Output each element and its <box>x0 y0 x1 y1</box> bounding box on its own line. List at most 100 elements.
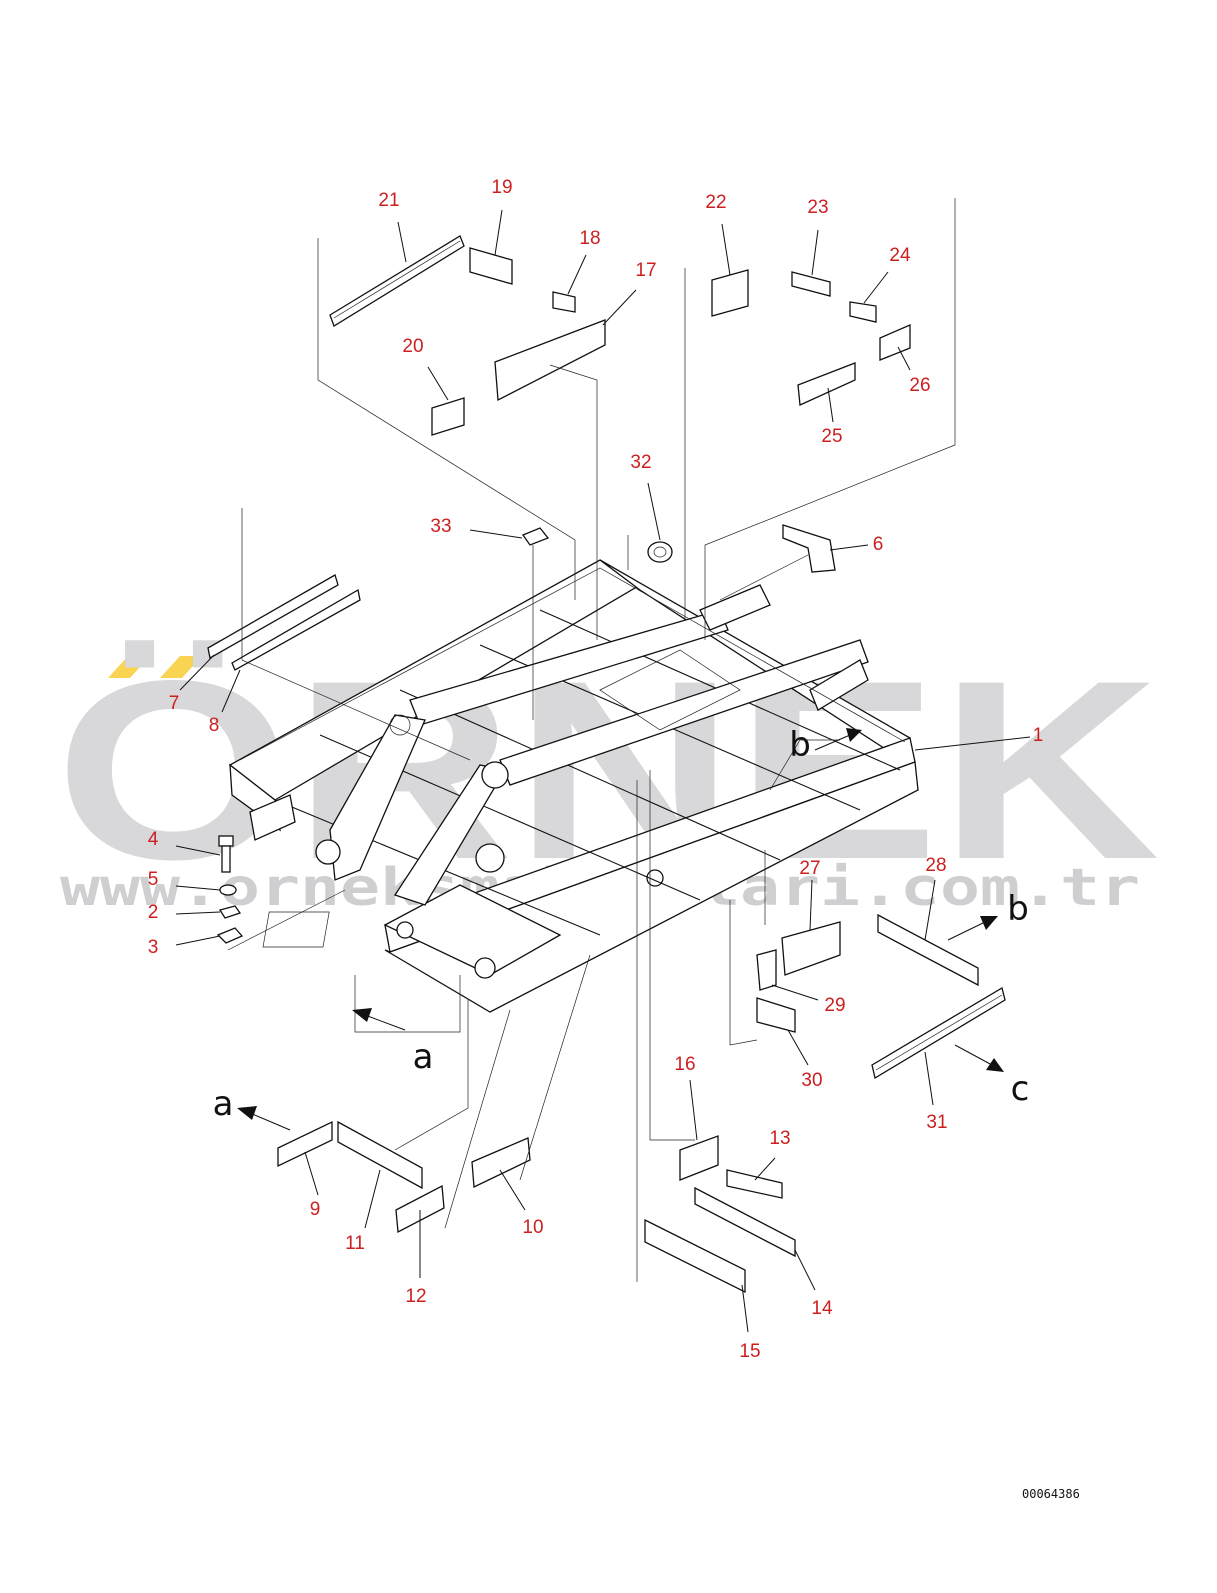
callout-2: 2 <box>148 902 159 923</box>
part-16-plate <box>679 1135 719 1181</box>
part-31-edge <box>875 994 1003 1071</box>
part-20-plate <box>431 397 465 436</box>
part-24-block <box>849 301 877 323</box>
leader-10 <box>499 1169 526 1211</box>
leader-19 <box>494 209 503 256</box>
leader-18 <box>567 254 587 295</box>
arrow-c-right-head <box>986 1058 1004 1072</box>
frame-beam-right2 <box>809 659 869 711</box>
frame-beam-right <box>699 584 771 631</box>
part-4-bolt-shank <box>221 845 231 873</box>
callout-14: 14 <box>811 1298 833 1319</box>
leader-32 <box>647 482 661 541</box>
assembly-line-6 <box>719 554 809 601</box>
leader-17 <box>602 289 637 326</box>
view-letter-c-right: c <box>1011 1069 1030 1109</box>
leader-30 <box>787 1029 809 1066</box>
callout-26: 26 <box>909 375 930 396</box>
leader-15 <box>741 1284 749 1333</box>
leader-5 <box>175 885 221 891</box>
leader-16 <box>689 1079 698 1141</box>
callout-10: 10 <box>522 1217 543 1238</box>
callout-19: 19 <box>491 177 512 198</box>
leader-25 <box>827 387 834 423</box>
assembly-line-top-left <box>317 238 576 600</box>
frame-hole-b <box>396 921 414 939</box>
part-21-edge <box>333 240 461 319</box>
callout-3: 3 <box>148 937 159 958</box>
assembly-line-left <box>241 508 471 761</box>
callout-22: 22 <box>705 192 726 213</box>
callout-5: 5 <box>148 869 159 890</box>
watermark-accent-left <box>108 656 150 678</box>
assembly-line-11 <box>394 1000 469 1151</box>
frame-boom-pin-left <box>315 839 341 865</box>
leader-14 <box>794 1249 816 1291</box>
callout-27: 27 <box>799 858 820 879</box>
leader-31 <box>924 1051 934 1106</box>
view-letters: a a b b c <box>213 725 1030 1124</box>
frame-beam-upper <box>409 609 729 726</box>
part-6-bracket <box>782 524 836 573</box>
leader-1 <box>914 736 1031 751</box>
leader-8 <box>221 669 241 713</box>
callout-9: 9 <box>310 1199 321 1220</box>
assembly-line-16 <box>649 770 695 1141</box>
frame-rear-plate <box>249 794 296 841</box>
leader-6 <box>829 544 869 551</box>
leader-33 <box>469 529 523 539</box>
leader-4 <box>175 845 221 856</box>
callout-labels: 1 2 3 4 5 6 7 8 9 10 11 12 13 14 15 16 1… <box>148 177 1044 1362</box>
part-18-plate <box>552 291 576 313</box>
part-2-shim <box>218 905 242 919</box>
assembly-line-right-frame <box>704 198 956 640</box>
callout-29: 29 <box>824 995 845 1016</box>
part-21-rail <box>329 235 465 327</box>
part-4-bolt-head <box>218 835 234 847</box>
view-letter-b-right: b <box>1007 889 1029 929</box>
part-33-plate <box>522 527 550 546</box>
leader-24 <box>863 271 889 304</box>
leader-27 <box>809 879 813 931</box>
leader-9 <box>304 1151 319 1196</box>
part-7-rail <box>207 574 339 660</box>
part-5-washer <box>219 884 237 896</box>
leader-23 <box>811 229 819 276</box>
callout-31: 31 <box>926 1112 947 1133</box>
view-letter-b-frame: b <box>789 725 811 765</box>
view-arrows <box>237 728 1004 1131</box>
part-17-wedge <box>494 319 606 402</box>
callout-18: 18 <box>579 228 600 249</box>
part-27-plate <box>781 921 841 976</box>
callout-20: 20 <box>402 336 423 357</box>
frame-hole-c <box>475 843 505 873</box>
arrow-a-bottom-head <box>237 1106 257 1120</box>
part-26-bracket <box>879 324 911 361</box>
part-9-plate <box>277 1120 333 1168</box>
frame-boom-bracket-left <box>329 714 426 881</box>
callout-21: 21 <box>378 190 399 211</box>
frame-box-window <box>262 911 330 948</box>
callout-17: 17 <box>635 260 656 281</box>
callout-7: 7 <box>169 693 180 714</box>
leader-22 <box>721 223 731 276</box>
arrow-b-frame-shaft <box>814 734 851 751</box>
callout-6: 6 <box>873 534 884 555</box>
leader-2 <box>175 911 221 915</box>
part-32-seal-ring <box>647 541 673 563</box>
frame-boom-pin-right <box>481 761 509 789</box>
part-23-bar <box>791 271 831 297</box>
callout-1: 1 <box>1033 725 1044 746</box>
frame-swing-opening <box>599 649 741 731</box>
arrow-b-right-shaft <box>947 921 986 941</box>
frame-top-rail <box>239 567 906 761</box>
main-frame <box>228 559 919 1013</box>
exploded-parts <box>207 235 1006 1294</box>
part-29-plate <box>756 949 777 991</box>
arrow-b-frame-head <box>846 728 862 742</box>
callout-23: 23 <box>807 197 828 218</box>
assembly-line-12 <box>444 1009 511 1229</box>
leader-20 <box>427 366 449 401</box>
callout-12: 12 <box>405 1286 426 1307</box>
part-13-block <box>726 1169 783 1199</box>
